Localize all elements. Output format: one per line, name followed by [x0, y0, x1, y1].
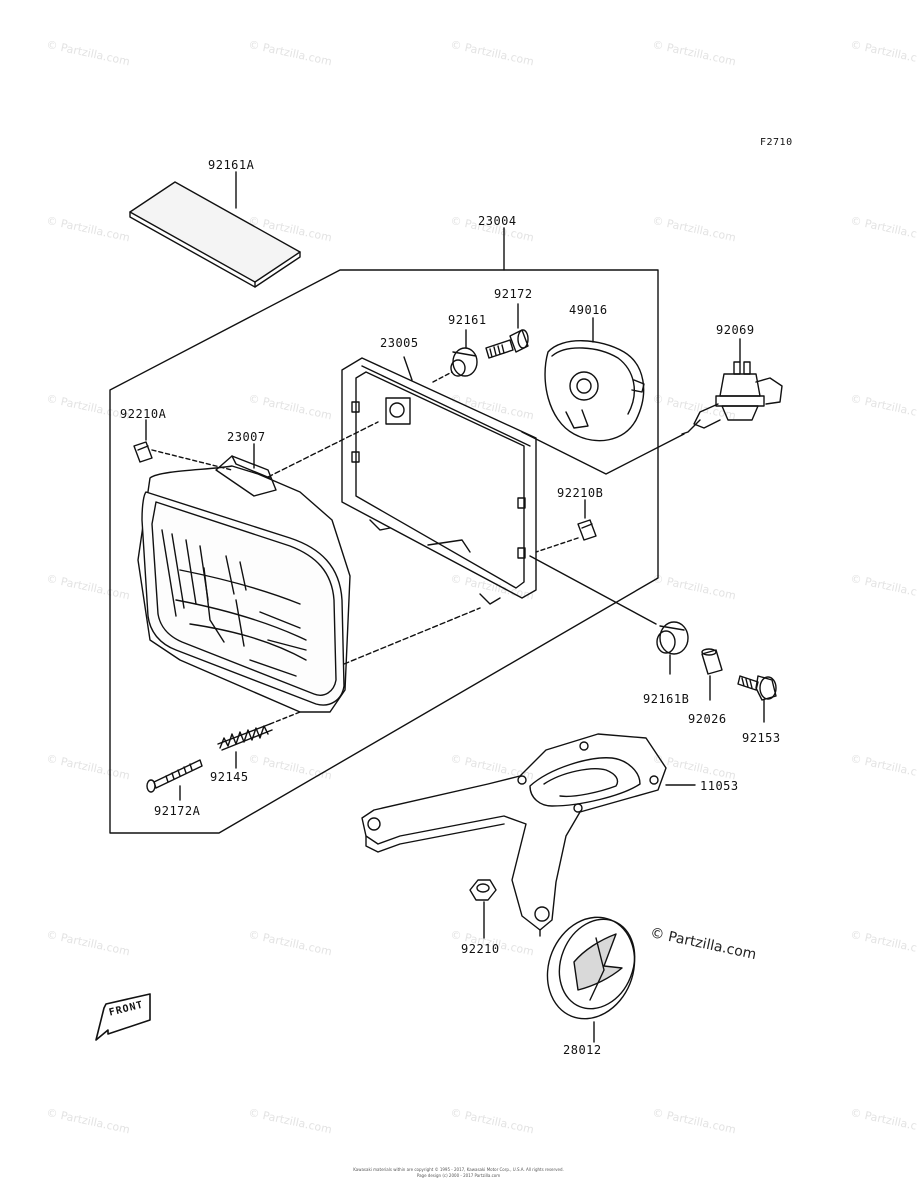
part-label-92161[interactable]: 92161: [448, 313, 487, 327]
part-label-92210A[interactable]: 92210A: [120, 407, 167, 421]
copyright-line-1: Kawasaki materials within are copyright …: [353, 1167, 564, 1172]
clip-92210B: [577, 519, 597, 541]
leader-23005: [403, 356, 413, 381]
collar-92026: [701, 648, 723, 675]
part-label-92145[interactable]: 92145: [210, 770, 249, 784]
part-label-49016[interactable]: 49016: [569, 303, 608, 317]
bracket-11053: [361, 733, 667, 937]
spring-92145: [217, 723, 273, 751]
part-label-92210B[interactable]: 92210B: [557, 486, 604, 500]
nut-92210: [469, 879, 497, 901]
grommet-92161: [450, 347, 478, 377]
cap-49016: [544, 340, 645, 442]
part-label-92172[interactable]: 92172: [494, 287, 533, 301]
part-label-92026[interactable]: 92026: [688, 712, 727, 726]
part-label-23004[interactable]: 23004: [478, 214, 517, 228]
screw-92172: [485, 329, 529, 359]
figure-code: F2710: [760, 137, 793, 148]
part-label-23005[interactable]: 23005: [380, 336, 419, 350]
screw-92172A: [146, 759, 203, 793]
assembly-boundary: [109, 269, 659, 834]
pad-92161A: [129, 181, 301, 288]
part-label-92161A[interactable]: 92161A: [208, 158, 255, 172]
part-label-92210[interactable]: 92210: [461, 942, 500, 956]
clip-92210A: [133, 441, 153, 463]
bulb-92069: [681, 361, 783, 435]
grommet-92161B: [656, 621, 689, 655]
part-label-92172A[interactable]: 92172A: [154, 804, 201, 818]
part-label-11053[interactable]: 11053: [700, 779, 739, 793]
reflector-28012: [546, 916, 636, 1020]
headlight-23007: [137, 455, 351, 713]
part-label-92153[interactable]: 92153: [742, 731, 781, 745]
frame-23005: [341, 357, 537, 605]
copyright-line-2: Page design (c) 2000 - 2017 Partzilla.co…: [416, 1173, 501, 1178]
bolt-92153: [737, 675, 777, 701]
part-label-92161B[interactable]: 92161B: [643, 692, 690, 706]
part-label-92069[interactable]: 92069: [716, 323, 755, 337]
part-label-23007[interactable]: 23007: [227, 430, 266, 444]
bulb-install-line: [521, 431, 685, 475]
part-label-28012[interactable]: 28012: [563, 1043, 602, 1057]
front-arrow: [95, 993, 151, 1041]
